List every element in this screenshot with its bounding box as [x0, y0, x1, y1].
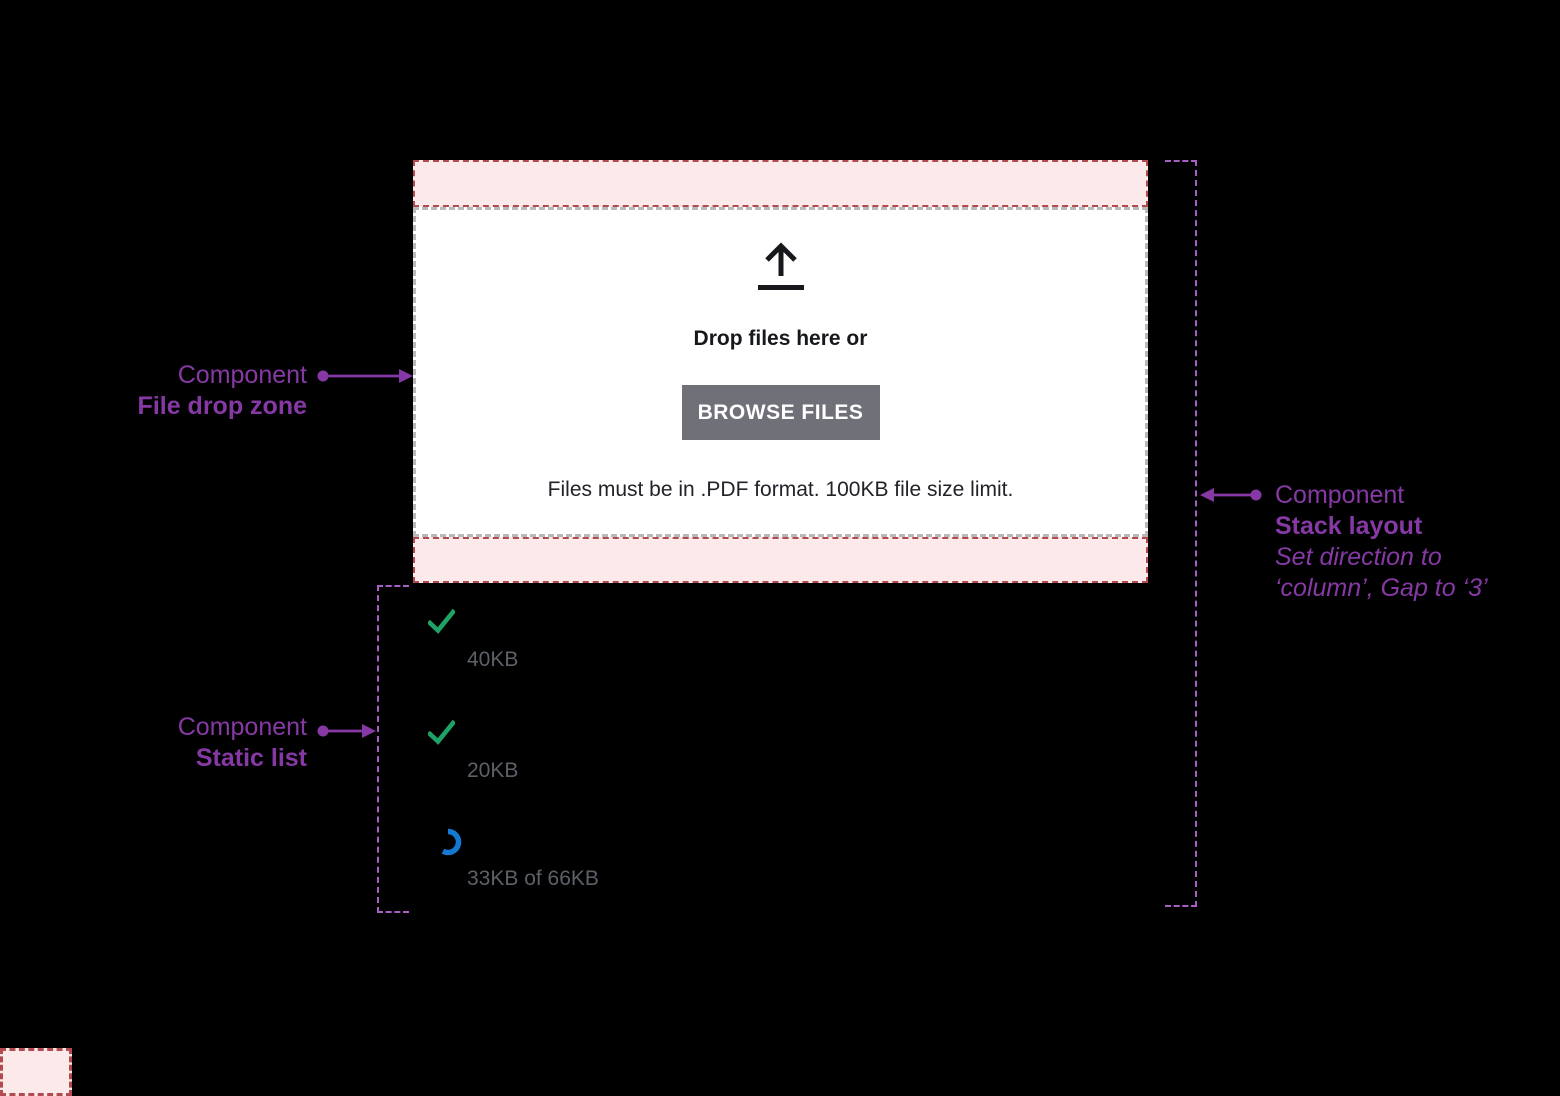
- file-requirements-text: Files must be in .PDF format. 100KB file…: [547, 478, 1014, 501]
- check-icon: [428, 608, 455, 634]
- annotation-arrow-left-icon: [1200, 488, 1262, 502]
- stack-layout-outline-left: [377, 585, 409, 913]
- drop-zone-highlight-top: [413, 160, 1148, 207]
- annotation-eyebrow: Component: [1275, 481, 1405, 509]
- annotation-static-list: Component Static list: [57, 712, 307, 774]
- drop-files-text: Drop files here or: [693, 327, 868, 350]
- annotation-title: Stack layout: [1275, 512, 1423, 540]
- annotation-eyebrow: Component: [177, 713, 307, 741]
- file-size-label: 20KB: [467, 759, 519, 782]
- annotation-arrow-right-icon: [317, 369, 413, 383]
- browse-files-button[interactable]: BROWSE FILES: [681, 385, 880, 440]
- file-size-label: 33KB of 66KB: [467, 867, 599, 890]
- annotation-eyebrow: Component: [177, 361, 307, 389]
- annotation-note: ‘column’, Gap to ‘3’: [1275, 574, 1488, 602]
- annotation-title: File drop zone: [137, 392, 307, 420]
- check-icon: [428, 719, 455, 745]
- annotation-title: Static list: [195, 744, 307, 772]
- annotation-arrow-right-icon: [317, 724, 376, 738]
- annotation-note: Set direction to: [1275, 543, 1442, 571]
- file-drop-zone[interactable]: Drop files here or BROWSE FILES Files mu…: [413, 160, 1148, 583]
- annotation-file-drop-zone: Component File drop zone: [57, 360, 307, 422]
- upload-icon: [757, 242, 804, 290]
- stack-layout-outline-right: [1165, 160, 1197, 907]
- drop-zone-highlight-bottom: [413, 537, 1148, 583]
- file-size-label: 40KB: [467, 648, 519, 671]
- annotation-stack-layout: Component Stack layout Set direction to …: [1275, 480, 1488, 604]
- drop-zone-fragment: [0, 1048, 72, 1096]
- spinner-icon: [434, 828, 462, 856]
- drop-zone-body[interactable]: Drop files here or BROWSE FILES Files mu…: [413, 207, 1148, 537]
